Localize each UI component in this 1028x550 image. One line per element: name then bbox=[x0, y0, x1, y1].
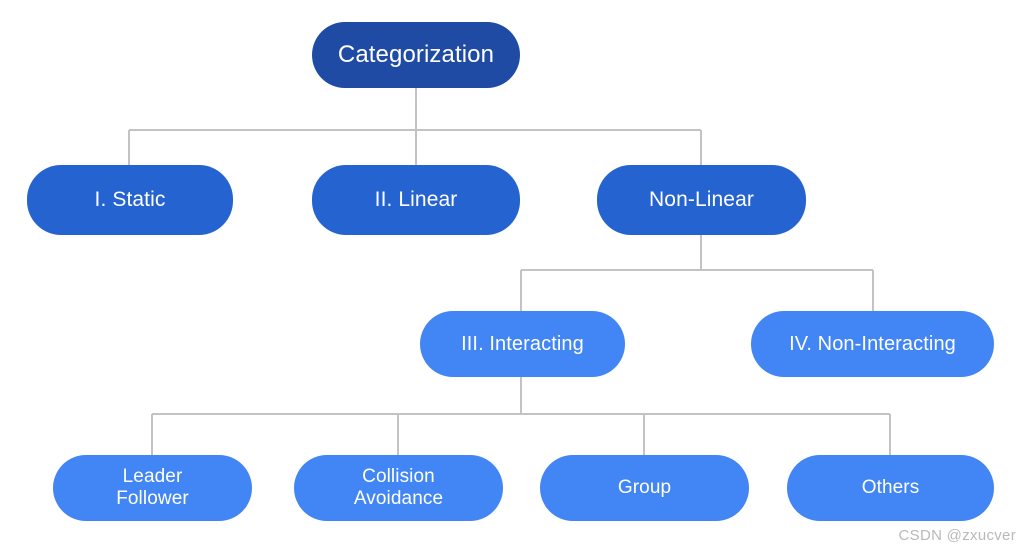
watermark-text: CSDN @zxucver bbox=[898, 527, 1016, 544]
node-label: Leader Follower bbox=[116, 466, 189, 509]
node-leader-follower[interactable]: Leader Follower bbox=[53, 455, 252, 521]
node-interacting[interactable]: III. Interacting bbox=[420, 311, 625, 377]
node-label: II. Linear bbox=[374, 188, 458, 212]
node-label: I. Static bbox=[94, 188, 166, 212]
node-label: Others bbox=[861, 477, 920, 499]
node-others[interactable]: Others bbox=[787, 455, 994, 521]
node-group[interactable]: Group bbox=[540, 455, 749, 521]
node-label: IV. Non-Interacting bbox=[789, 332, 956, 355]
node-categorization[interactable]: Categorization bbox=[312, 22, 520, 88]
node-linear[interactable]: II. Linear bbox=[312, 165, 520, 235]
node-label: Categorization bbox=[337, 41, 495, 69]
node-label: Group bbox=[617, 477, 672, 499]
node-collision-avoidance[interactable]: Collision Avoidance bbox=[294, 455, 503, 521]
node-non-linear[interactable]: Non-Linear bbox=[597, 165, 806, 235]
node-non-interacting[interactable]: IV. Non-Interacting bbox=[751, 311, 994, 377]
node-label: III. Interacting bbox=[461, 332, 584, 355]
node-static[interactable]: I. Static bbox=[27, 165, 233, 235]
node-label: Collision Avoidance bbox=[353, 466, 444, 509]
node-label: Non-Linear bbox=[649, 188, 754, 212]
